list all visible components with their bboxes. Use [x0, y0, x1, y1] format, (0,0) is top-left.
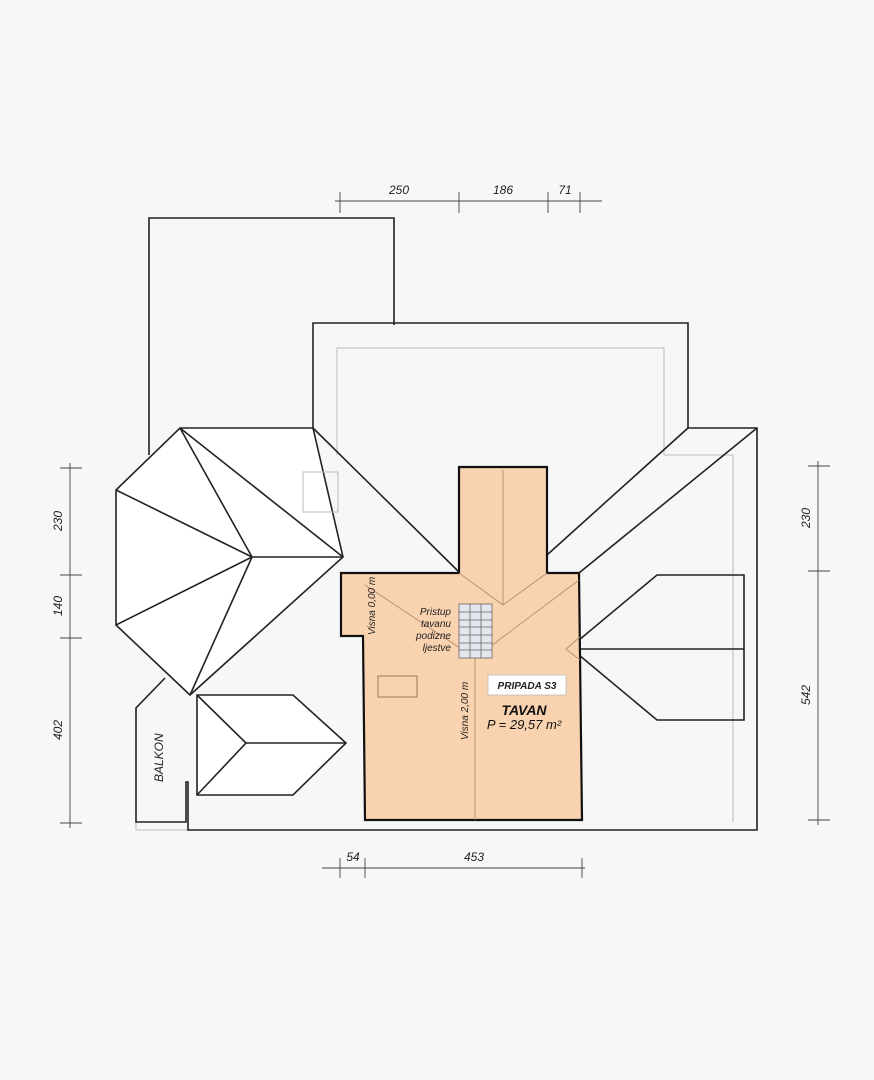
attic-room: Pristup tavanu podizne ljestve Visna 0,0… [339, 465, 584, 822]
dimension-bottom: 54 453 [322, 850, 585, 878]
dim-left-2: 140 [51, 596, 65, 616]
access-note-4: ljestve [423, 643, 452, 654]
height-low-label: Visna 0,00 m [367, 577, 378, 635]
dormer-right [578, 574, 745, 721]
access-note-2: tavanu [421, 619, 451, 630]
dim-bottom-1: 54 [346, 850, 360, 864]
height-high-label: Visna 2,00 m [460, 682, 471, 740]
ladder-hatch [458, 603, 493, 659]
roof-valleys-right [546, 427, 758, 574]
access-note-3: podizne [415, 631, 451, 642]
dimension-left: 230 140 402 [51, 463, 82, 828]
dim-left-1: 230 [51, 511, 65, 532]
dim-top-3: 71 [558, 183, 571, 197]
dimension-top: 250 186 71 [335, 183, 602, 213]
dim-right-2: 542 [799, 685, 813, 705]
skylight-room [377, 675, 418, 698]
dim-bottom-2: 453 [464, 850, 484, 864]
dim-top-2: 186 [493, 183, 513, 197]
dim-top-1: 250 [388, 183, 409, 197]
room-name: TAVAN [501, 702, 547, 718]
room-area: P = 29,57 m² [487, 717, 562, 732]
dim-right-1: 230 [799, 508, 813, 529]
access-note-1: Pristup [420, 607, 452, 618]
hip-roof-left [115, 427, 461, 697]
skylight-left [302, 471, 339, 513]
dim-left-3: 402 [51, 720, 65, 740]
dormer-bottom-left [196, 694, 348, 796]
dimension-right: 230 542 [799, 461, 830, 825]
building-outline [135, 217, 758, 831]
ownership-badge: PRIPADA S3 [498, 681, 557, 692]
balcony-label: BALKON [152, 733, 166, 782]
